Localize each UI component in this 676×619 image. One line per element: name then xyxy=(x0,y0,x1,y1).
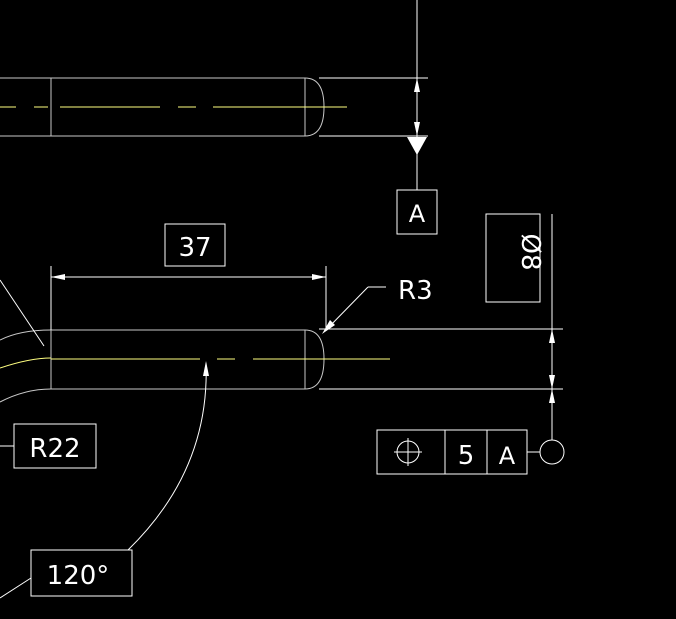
fillet-radius-callout[interactable]: R3 xyxy=(322,276,433,334)
datum-dimension[interactable] xyxy=(319,0,428,190)
lower-rod[interactable] xyxy=(0,329,390,403)
bend-radius-value: R22 xyxy=(29,434,80,464)
arrow-head xyxy=(549,375,555,389)
upper-rod[interactable] xyxy=(0,77,347,137)
fillet-radius-value: R3 xyxy=(398,276,433,306)
arrow-head xyxy=(549,329,555,343)
arrow-head xyxy=(203,361,209,376)
diameter-dimension[interactable] xyxy=(319,302,565,465)
bend-center-line xyxy=(0,357,52,369)
tolerance-value: 5 xyxy=(458,441,475,471)
length-value: 37 xyxy=(178,233,211,263)
arrow-head xyxy=(414,78,420,92)
arrow-head xyxy=(549,389,555,403)
angle-leader[interactable] xyxy=(0,279,209,551)
datum-reference: A xyxy=(499,442,516,470)
bend-angle-callout[interactable]: 120° xyxy=(0,549,133,599)
datum-triangle-icon xyxy=(407,137,427,155)
diameter-value: Ø8 xyxy=(515,233,545,270)
datum-label-box[interactable]: A xyxy=(396,189,438,235)
feature-control-frame[interactable]: 5 A xyxy=(376,429,540,475)
arrow-head xyxy=(51,274,65,280)
diameter-callout[interactable]: Ø8 xyxy=(485,213,553,303)
arrow-head xyxy=(414,122,420,136)
position-icon xyxy=(394,438,422,466)
arrow-head xyxy=(322,320,335,334)
bend-angle-value: 120° xyxy=(47,561,110,591)
length-dimension[interactable]: 37 xyxy=(50,223,327,330)
bend-radius-callout[interactable]: R22 xyxy=(0,423,97,469)
datum-target-icon xyxy=(539,439,565,465)
datum-label: A xyxy=(409,200,426,228)
arrow-head xyxy=(312,274,326,280)
